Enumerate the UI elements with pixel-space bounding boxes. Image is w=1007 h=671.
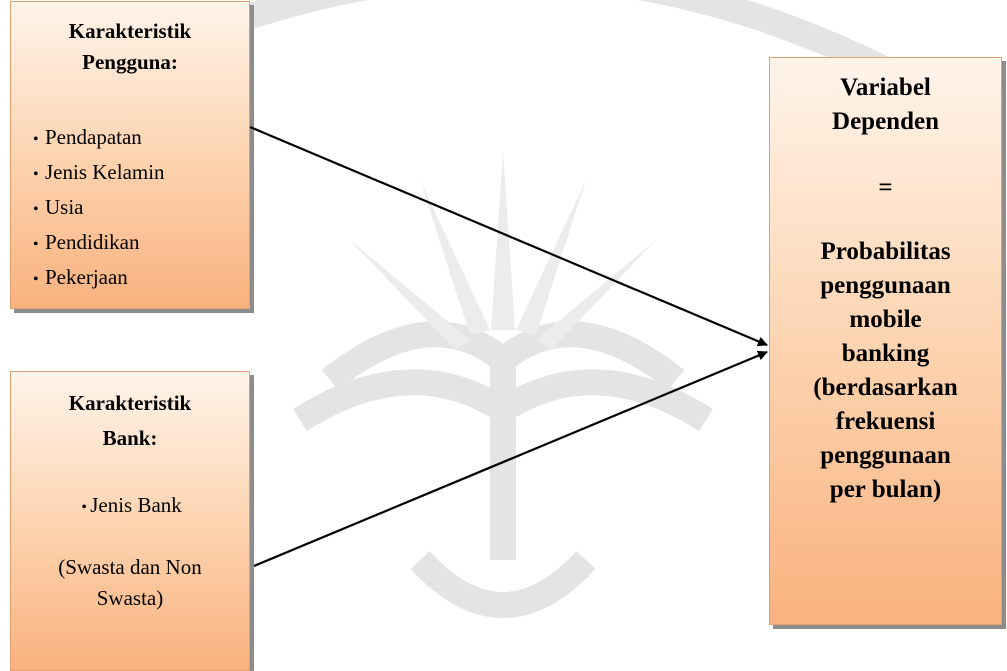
bullet-icon: • [81,499,87,516]
list-item: Jenis Kelamin [33,155,165,190]
arrow-bank-to-dependent [253,350,768,568]
user-characteristics-box: Karakteristik Pengguna: Pendapatan Jenis… [10,1,250,309]
dependent-variable-box: Variabel Dependen = Probabilitas penggun… [769,57,1002,625]
dependent-text-line: penggunaan [820,272,951,299]
user-box-title-line2: Pengguna: [82,50,178,74]
bank-type-label: Jenis Bank [90,493,182,517]
list-item: Pendapatan [33,120,165,155]
user-box-title-line1: Karakteristik [68,19,192,43]
dependent-text-line: per bulan) [829,476,942,503]
bank-characteristics-box: Karakteristik Bank: •Jenis Bank (Swasta … [10,371,250,671]
equals-sign: = [878,174,893,201]
bank-type-item: •Jenis Bank [11,490,249,523]
dependent-heading-line2: Dependen [832,108,939,135]
dependent-heading-line1: Variabel [840,74,931,101]
bank-note-line2: Swasta) [96,586,164,610]
bank-box-title-line1: Karakteristik [68,391,192,415]
dependent-text-line: Probabilitas [820,238,951,265]
dependent-text-line: penggunaan [820,442,951,469]
list-item: Usia [33,190,165,225]
dependent-text-line: (berdasarkan [813,374,958,401]
dependent-text-line: mobile [849,306,922,333]
user-characteristics-list: Pendapatan Jenis Kelamin Usia Pendidikan… [33,120,165,295]
list-item: Pendidikan [33,225,165,260]
bank-note-line1: (Swasta dan Non [58,555,202,579]
arrow-user-to-dependent [249,125,768,347]
bank-box-title-line2: Bank: [102,426,158,450]
dependent-text-line: banking [841,340,930,367]
list-item: Pekerjaan [33,260,165,295]
dependent-text-line: frekuensi [835,408,936,435]
